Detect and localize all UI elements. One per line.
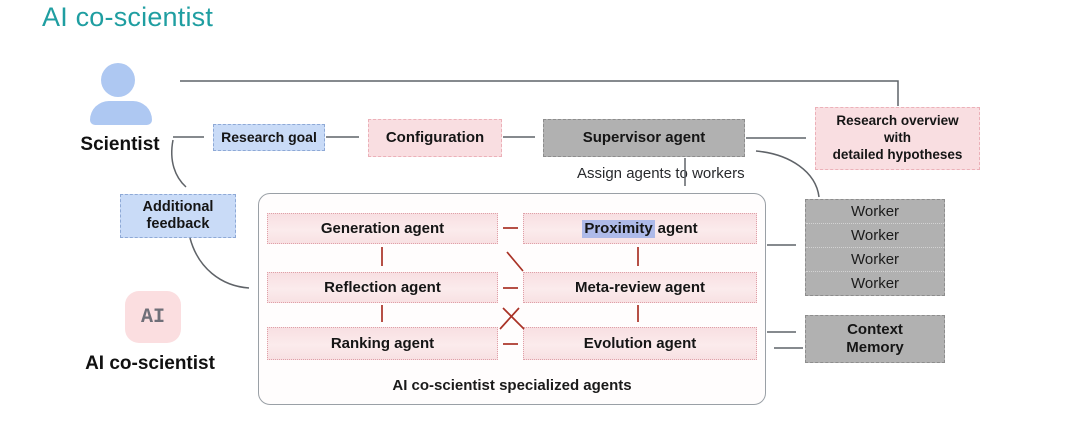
configuration-box: Configuration	[368, 119, 502, 157]
research-overview-box: Research overview with detailed hypothes…	[815, 107, 980, 170]
evolution-agent-box: Evolution agent	[523, 327, 757, 360]
arrow-overview-to-scientist	[180, 80, 899, 106]
scientist-label: Scientist	[80, 134, 160, 155]
context-memory-box: Context Memory	[805, 315, 945, 363]
worker-row: Worker	[850, 275, 900, 292]
proximity-agent-text: agent	[657, 219, 698, 237]
worker-row: Worker	[806, 224, 944, 248]
research-goal-box: Research goal	[213, 124, 325, 151]
supervisor-agent-box: Supervisor agent	[543, 119, 745, 157]
ai-icon: AI	[125, 291, 181, 343]
arrow-feedback-to-agents	[189, 237, 250, 289]
proximity-highlighted-text: Proximity	[582, 219, 655, 238]
worker-row: Worker	[806, 248, 944, 272]
arrow-worker-to-supervisor	[755, 150, 820, 198]
scientist-icon	[101, 63, 135, 97]
worker-stack: Worker Worker Worker Worker	[805, 199, 945, 296]
ranking-agent-box: Ranking agent	[267, 327, 498, 360]
ai-co-scientist-label: AI co-scientist	[85, 353, 215, 374]
container-caption: AI co-scientist specialized agents	[392, 377, 632, 394]
page-title: AI co-scientist	[42, 2, 214, 32]
worker-row: Worker	[806, 200, 944, 224]
generation-agent-box: Generation agent	[267, 213, 498, 244]
reflection-agent-box: Reflection agent	[267, 272, 498, 303]
assign-agents-label: Assign agents to workers	[577, 165, 745, 182]
additional-feedback-box: Additional feedback	[120, 194, 236, 238]
scientist-icon-body	[90, 101, 152, 125]
meta-review-agent-box: Meta-review agent	[523, 272, 757, 303]
